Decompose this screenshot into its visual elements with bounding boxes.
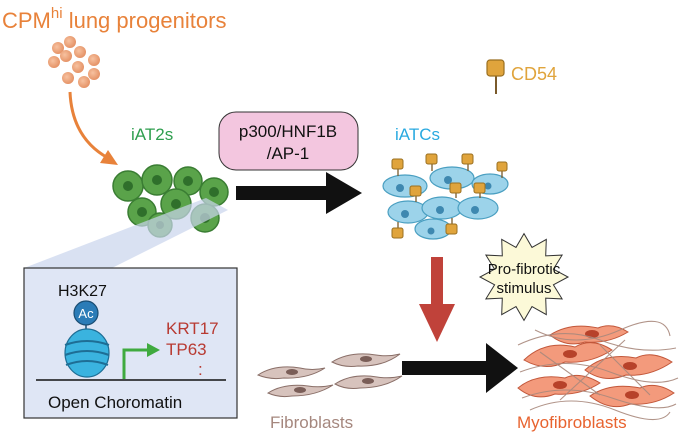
factor-pill [218, 111, 359, 171]
inset-panel [23, 267, 238, 419]
factor-line2: /AP-1 [267, 144, 310, 163]
fibroblasts-icon [256, 353, 403, 398]
iatc-label: iATCs [395, 125, 440, 144]
iatc-cells-icon [382, 153, 509, 240]
inset-wedge [24, 198, 228, 268]
factor-line1: p300/HNF1B [239, 122, 337, 141]
inset-h3k27: H3K27 [58, 283, 107, 300]
inset-ac: Ac [78, 306, 94, 321]
differentiation-arrowhead [100, 150, 118, 165]
activation-arrow-shaft [402, 361, 488, 375]
stimulus-line1: Pro-fibrotic [488, 261, 561, 278]
title-rest: lung progenitors [63, 8, 227, 33]
stimulus-arrowhead [419, 304, 455, 342]
title: CPMhi lung progenitors [2, 5, 226, 33]
myofibroblasts-icon [517, 320, 679, 421]
stimulus-burst [478, 232, 570, 322]
differentiation-arrow [68, 91, 109, 160]
stimulus-arrow-shaft [431, 257, 443, 307]
activation-arrowhead [486, 343, 518, 393]
title-sup: hi [51, 5, 63, 22]
tss-arrow [122, 348, 148, 379]
tss-arrowhead [147, 343, 160, 357]
stimulus-line2: stimulus [496, 280, 551, 297]
cd54-label: CD54 [511, 64, 557, 84]
progenitor-cells-icon [48, 36, 100, 88]
iat2-label: iAT2s [131, 125, 173, 144]
fibroblasts-label: Fibroblasts [270, 413, 353, 432]
myofibroblasts-label: Myofibroblasts [517, 413, 627, 432]
title-base: CPM [2, 8, 51, 33]
nucleosome-icon [64, 328, 110, 378]
gene-tp63: TP63 [166, 340, 207, 359]
gene-ellipsis: : [198, 360, 203, 379]
inset-caption: Open Choromatin [48, 393, 182, 412]
cd54-marker-icon [486, 59, 505, 94]
gene-krt17: KRT17 [166, 319, 219, 338]
transition-arrow-shaft [236, 186, 328, 200]
transition-arrowhead [326, 172, 362, 214]
